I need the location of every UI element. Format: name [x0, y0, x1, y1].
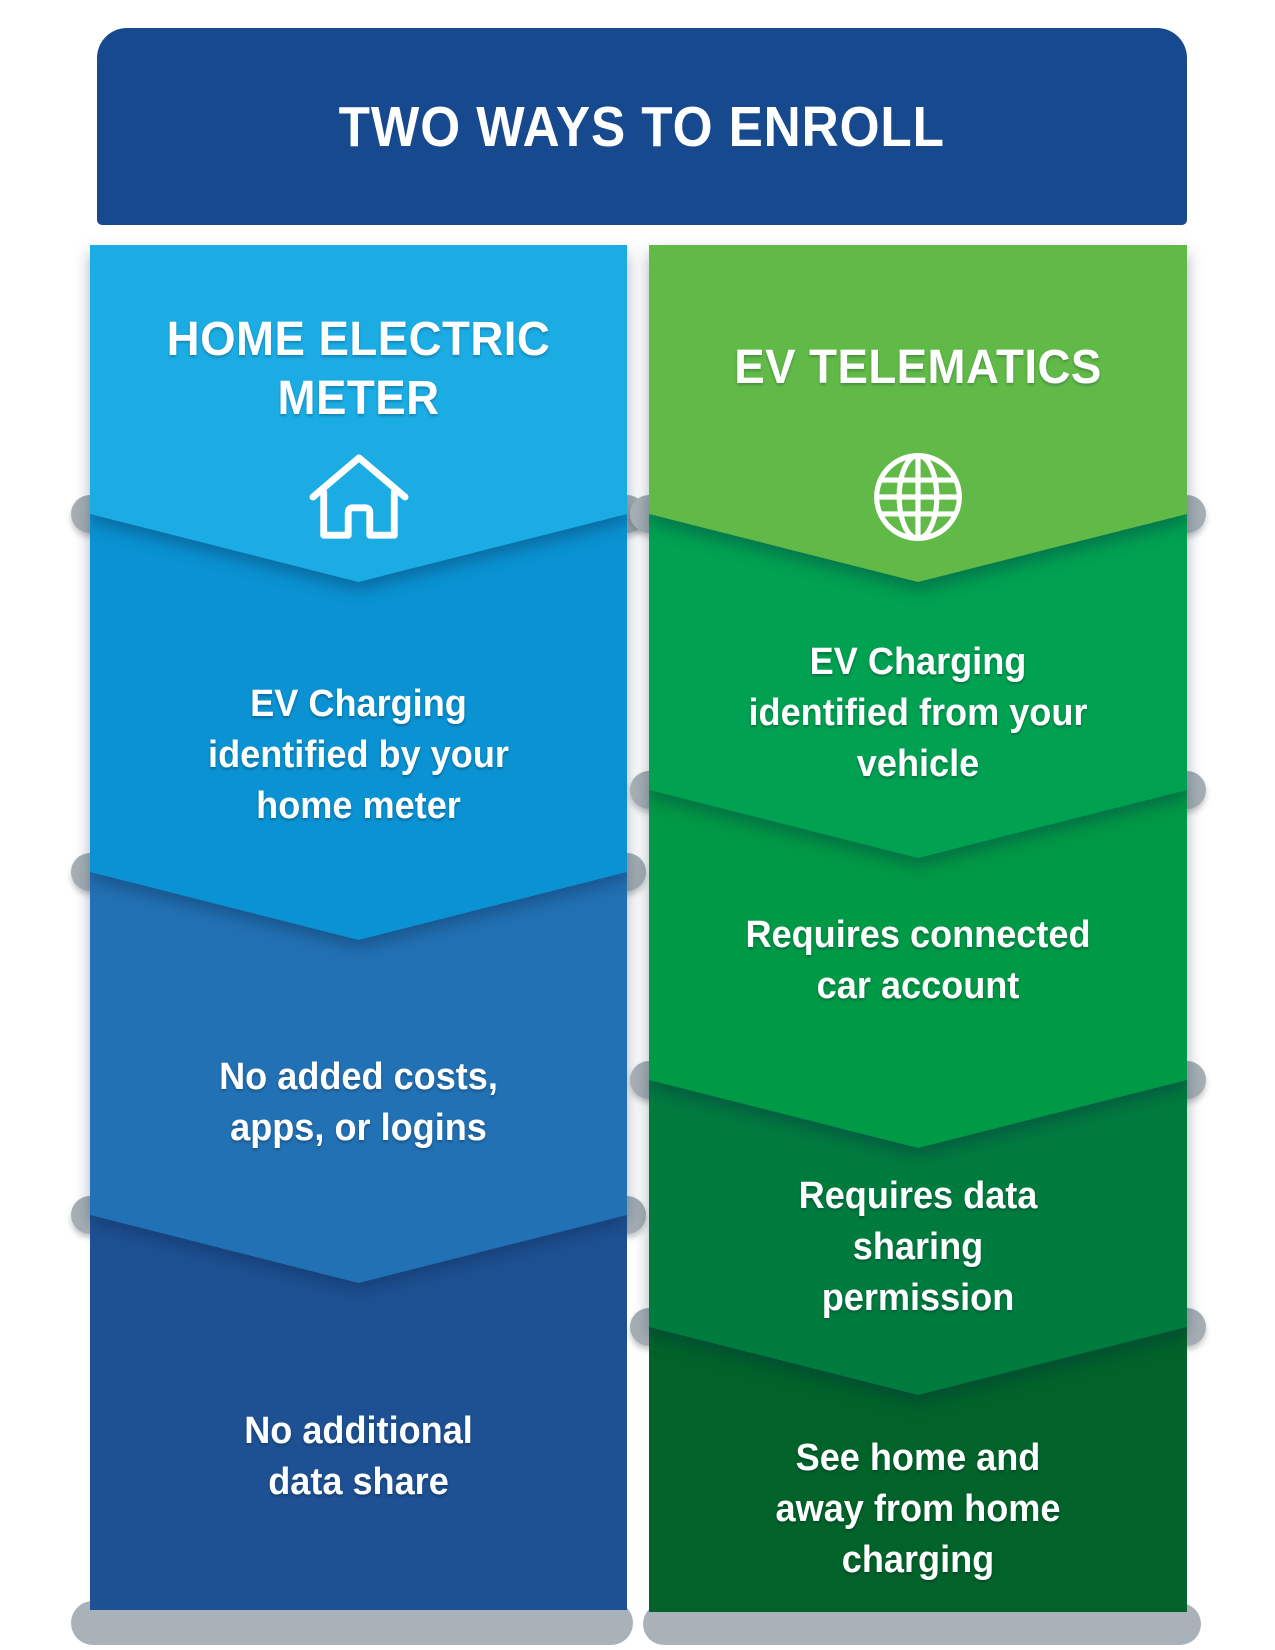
globe-icon-svg	[874, 453, 962, 541]
text-line: sharing	[852, 1226, 984, 1268]
text-line: See home and	[795, 1437, 1041, 1479]
text-line: No additional	[244, 1410, 473, 1452]
home-meter-header-shape	[90, 245, 627, 582]
text-line: Requires connected	[745, 914, 1091, 956]
column-home-electric-meter: HOME ELECTRIC METER EV Charging identifi…	[71, 245, 646, 1610]
home-meter-header-title: HOME ELECTRIC METER	[103, 310, 613, 428]
text-line: data share	[268, 1461, 449, 1503]
telematics-item-4: See home and away from home charging	[662, 1433, 1173, 1586]
telematics-item-2: Requires connected car account	[662, 910, 1173, 1012]
text-line: car account	[816, 965, 1020, 1007]
text-line: permission	[821, 1277, 1015, 1319]
text-line: Requires data	[798, 1175, 1038, 1217]
header-banner: TWO WAYS TO ENROLL	[97, 28, 1187, 225]
globe-icon	[649, 450, 1187, 544]
text-line: charging	[841, 1539, 995, 1581]
home-meter-section-2-shape	[90, 514, 627, 940]
house-icon	[90, 448, 627, 546]
page-title: TWO WAYS TO ENROLL	[338, 94, 946, 159]
text-line: home meter	[256, 785, 461, 827]
text-line: HOME ELECTRIC	[166, 313, 551, 366]
text-line: EV Charging	[809, 641, 1027, 683]
text-line: METER	[277, 372, 440, 425]
home-meter-header-section	[90, 245, 627, 582]
home-meter-item-1: EV Charging identified by your home mete…	[103, 679, 613, 832]
telematics-item-3: Requires data sharing permission	[662, 1171, 1173, 1324]
text-line: identified from your	[748, 692, 1088, 734]
home-meter-section-2	[90, 514, 627, 940]
text-line: identified by your	[208, 734, 509, 776]
home-meter-item-2: No added costs, apps, or logins	[103, 1052, 613, 1154]
text-line: apps, or logins	[230, 1107, 487, 1149]
text-line: away from home	[775, 1488, 1061, 1530]
text-line: EV TELEMATICS	[734, 341, 1102, 394]
text-line: No added costs,	[219, 1056, 498, 1098]
telematics-item-1: EV Charging identified from your vehicle	[662, 637, 1173, 790]
house-icon-svg	[309, 454, 408, 539]
home-meter-section-3-shape	[90, 872, 627, 1283]
telematics-header-title: EV TELEMATICS	[662, 338, 1173, 397]
text-line: EV Charging	[250, 683, 467, 725]
home-meter-section-3	[90, 872, 627, 1283]
column-ev-telematics: EV TELEMATICS EV Charging identified fro…	[630, 245, 1206, 1612]
text-line: vehicle	[856, 743, 980, 785]
home-meter-item-3: No additional data share	[103, 1406, 613, 1508]
